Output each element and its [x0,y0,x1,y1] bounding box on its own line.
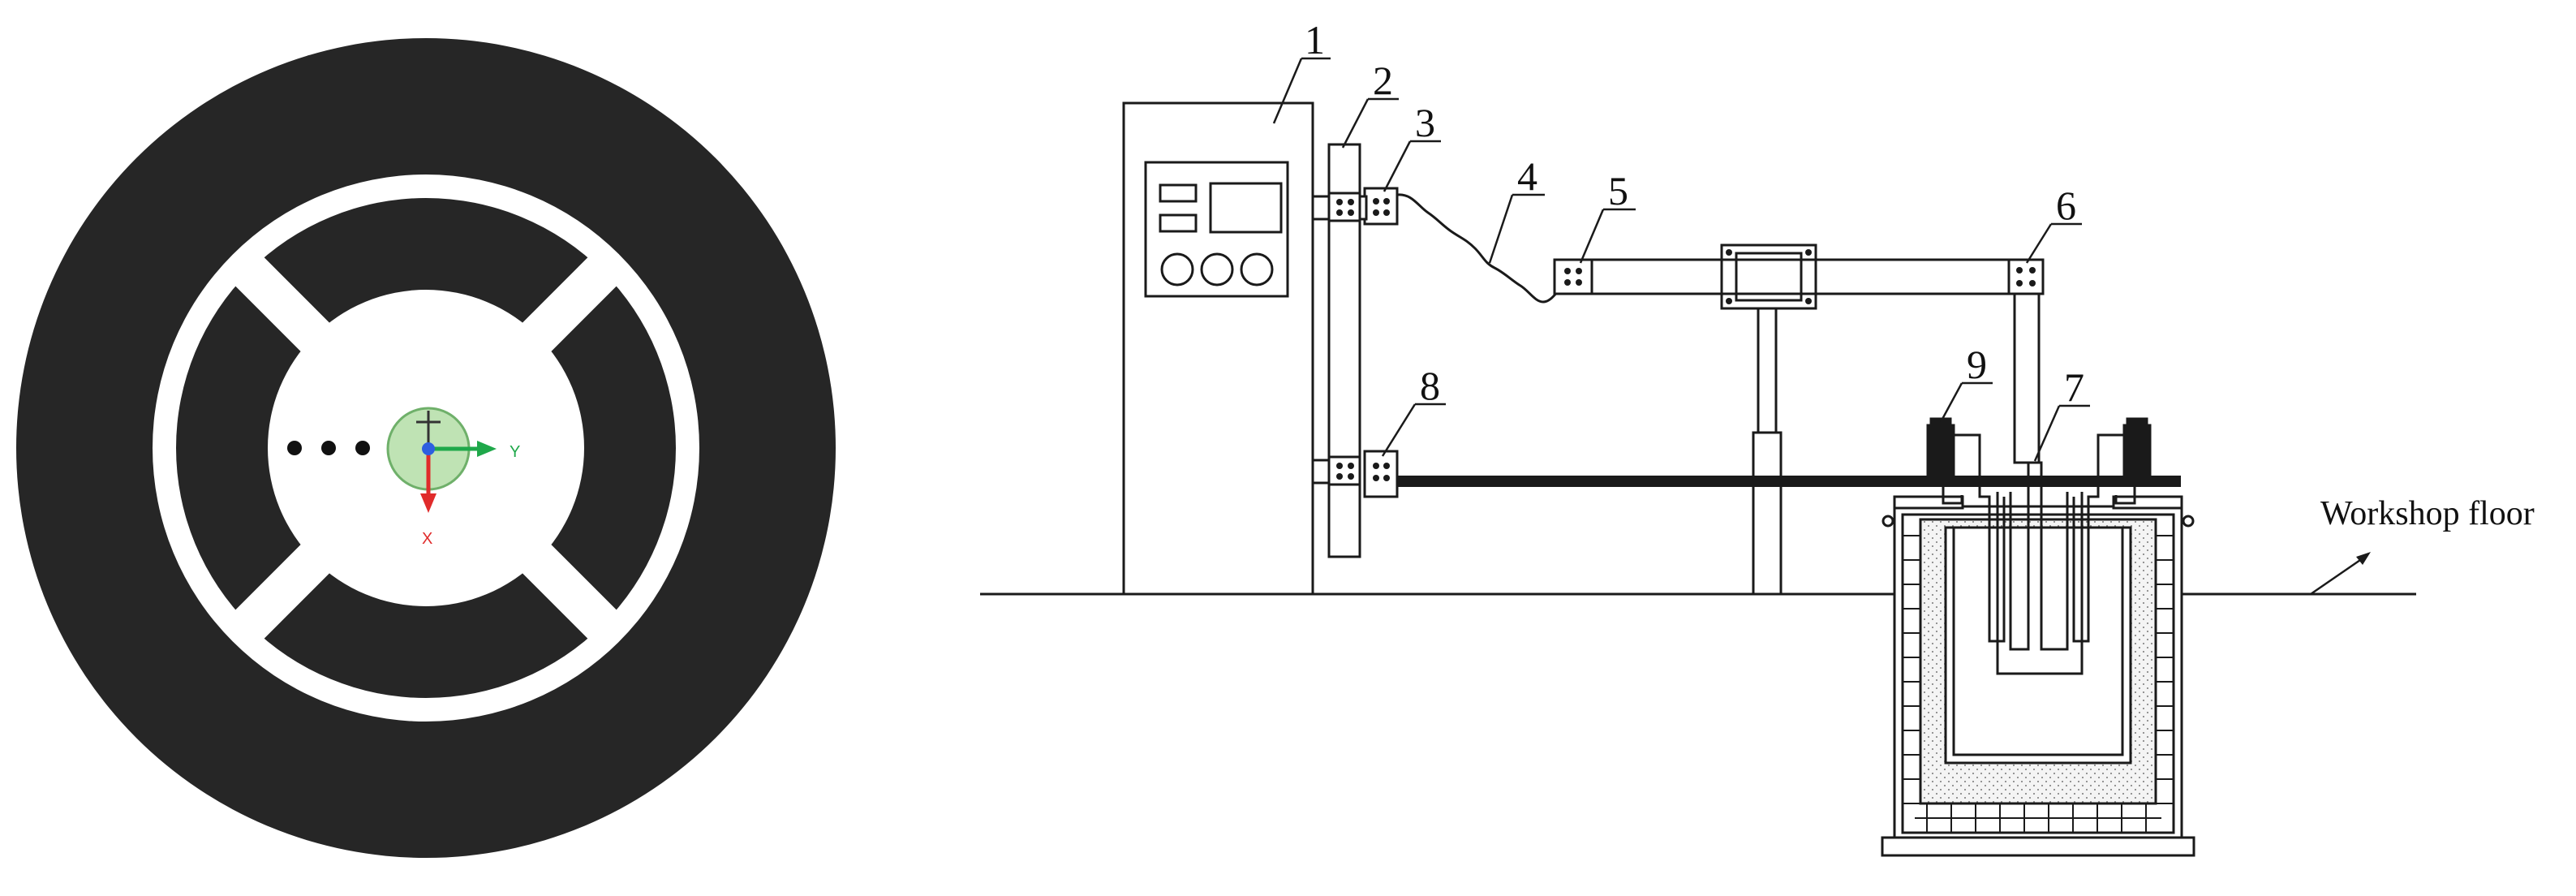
schematic-panel [980,57,2416,857]
electrode-u-outer [1996,492,2084,675]
cable [1396,193,1566,304]
label-3: 3 [1415,100,1435,145]
label-9: 9 [1967,342,1987,387]
ellipsis-dot [287,441,302,455]
lower-link [1311,459,1331,485]
electrode-u-inner [2009,461,2069,651]
leader-3 [1383,140,1412,192]
floor-leader-arrow [2356,552,2371,565]
origin-dot [422,442,435,455]
joint-link [1358,195,1368,221]
label-5: 5 [1608,168,1628,213]
lower-clamp [1327,455,1361,486]
label-2: 2 [1373,58,1393,103]
corner-joint-6 [2007,258,2045,295]
part-labels: 1 2 3 4 5 6 7 8 9 Workshop floor [1305,17,2535,532]
arm-end-block-5 [1553,258,1593,295]
label-7: 7 [2064,364,2084,410]
leader-1 [1272,58,1303,124]
leader-8 [1381,403,1417,457]
right-support-inner [2114,487,2136,505]
label-6: 6 [2056,183,2076,228]
arm-slide-clamp [1720,243,1817,310]
lift-rod [1757,307,1778,434]
furnace-base [1881,836,2195,857]
cabinet-knob [1160,252,1194,286]
y-axis-arrow [477,441,497,457]
heater-left-cap [1929,417,1952,429]
workshop-floor-label: Workshop floor [2320,495,2535,532]
lift-cylinder [1752,431,1783,596]
left-support [1954,433,2006,643]
ellipsis-dot [321,441,336,455]
leader-7 [2033,405,2061,462]
joint-block-3 [1363,187,1399,226]
y-axis-label: Y [510,443,520,461]
top-plate-left [1915,476,1988,487]
cover-bolt [2182,515,2195,528]
heater-right [2122,424,2152,477]
cover-bolt [1881,515,1894,528]
label-1: 1 [1305,17,1325,62]
left-support-inner [1942,487,1963,505]
x-axis-arrow [420,493,437,513]
bolt-group [1373,198,1390,216]
joint-block-8 [1363,450,1399,498]
cabinet-screen [1209,182,1283,234]
coordinate-marker: Y X [386,407,520,548]
bolt-group [2016,267,2036,286]
down-arm [2013,292,2041,464]
cabinet-button [1159,183,1198,203]
heater-left-9 [1926,424,1955,477]
top-plate-right [2089,476,2180,487]
feed-pipe [1397,476,2181,487]
control-cabinet [1122,101,1314,596]
upper-link [1311,195,1331,221]
leader-2 [1341,98,1370,149]
label-8: 8 [1420,363,1440,408]
floor-leader [2310,557,2363,596]
right-support [2072,433,2124,643]
x-axis-label: X [422,530,432,548]
cabinet-knob [1240,252,1274,286]
ellipsis-dot [355,441,370,455]
heater-right-cap [2126,417,2148,429]
leaders [1272,57,2090,462]
leader-9 [1939,382,1963,423]
leader-4 [1488,194,1514,264]
cabinet-knob [1200,252,1234,286]
label-4: 4 [1517,153,1537,199]
bolt-group [1564,268,1582,286]
bolt-group [1336,199,1354,216]
furnace-cover-right [2112,495,2183,510]
bolt-group [1336,463,1354,480]
brick-lines [1903,535,2174,833]
upper-clamp [1327,192,1361,222]
furnace [1881,417,2195,857]
crucible-inner [1952,526,2124,756]
leader-6 [2025,223,2053,264]
bolt-group [1373,463,1390,481]
cabinet-button [1159,213,1198,233]
leader-5 [1579,209,1605,264]
wheel-panel: Y X [16,38,836,858]
